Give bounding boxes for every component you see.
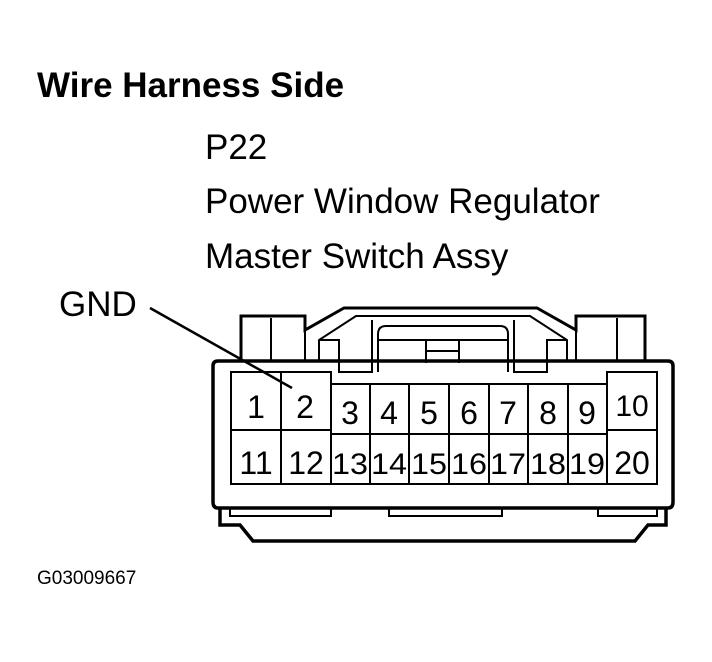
pin-1: 1 <box>247 389 265 425</box>
gnd-leader-line <box>149 306 293 390</box>
connector-id: P22 <box>205 128 268 167</box>
gnd-callout-label: GND <box>59 285 137 324</box>
pin-4: 4 <box>380 395 398 431</box>
pin-13: 13 <box>332 448 368 481</box>
pin-grid <box>230 371 658 485</box>
pin-12: 12 <box>288 445 324 481</box>
pin-17: 17 <box>490 448 526 481</box>
pin-5: 5 <box>420 395 438 431</box>
pin-7: 7 <box>499 395 517 431</box>
pin-10: 10 <box>615 390 648 423</box>
connector-skirt <box>218 508 668 543</box>
pin-2: 2 <box>296 389 314 425</box>
pin-8: 8 <box>539 395 557 431</box>
pin-15: 15 <box>411 448 447 481</box>
pin-9: 9 <box>578 395 596 431</box>
connector-name-line2: Master Switch Assy <box>205 237 509 276</box>
pin-14: 14 <box>371 448 407 481</box>
figure-code: G03009667 <box>37 568 137 589</box>
pin-19: 19 <box>569 448 605 481</box>
diagram-title: Wire Harness Side <box>37 66 345 105</box>
pin-18: 18 <box>530 448 566 481</box>
connector-latch <box>239 306 647 373</box>
pin-16: 16 <box>451 448 487 481</box>
connector-name-line1: Power Window Regulator <box>205 182 600 221</box>
pin-6: 6 <box>460 395 478 431</box>
pin-11: 11 <box>239 445 272 481</box>
pin-3: 3 <box>341 395 359 431</box>
connector-body <box>211 359 675 510</box>
pin-20: 20 <box>614 445 650 481</box>
